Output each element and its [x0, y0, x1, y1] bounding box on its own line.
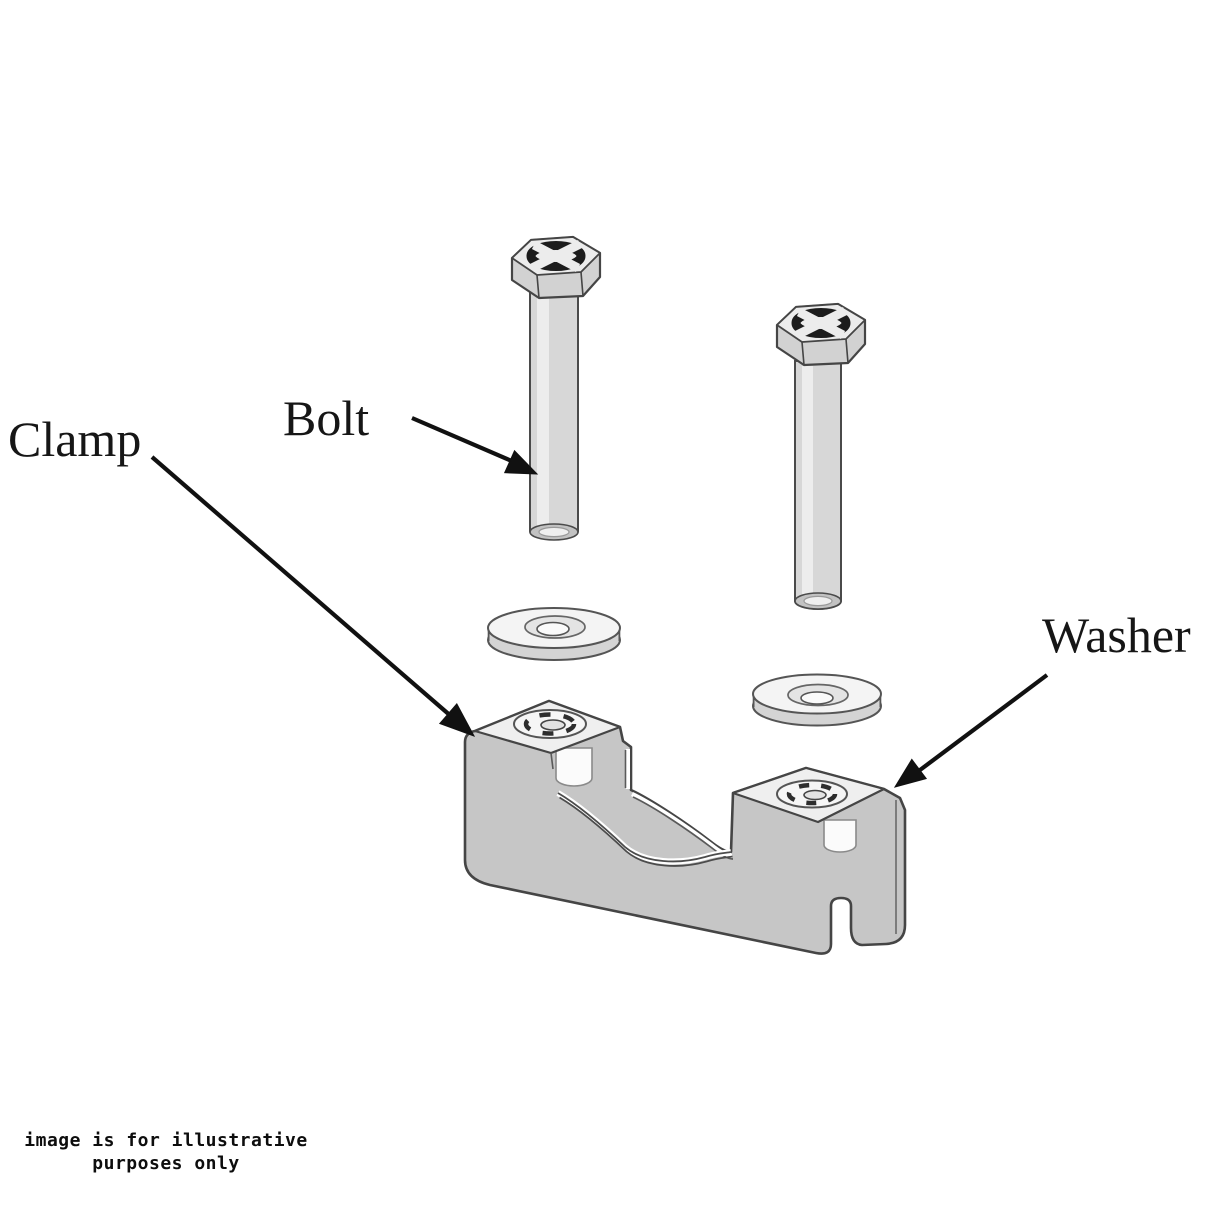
clamp-counterbore-right: [823, 819, 857, 853]
arrow-to-bolt: [411, 416, 539, 475]
clamp-label: Clamp: [8, 411, 142, 467]
arrow-to-washer: [893, 673, 1049, 788]
bolt-left-phillips-recess: [526, 239, 586, 273]
clamp-recess-left: [513, 709, 587, 739]
washer-right-hole: [800, 691, 834, 705]
callout-arrows: [150, 416, 1049, 788]
washer-left-hole: [536, 621, 570, 637]
washer-left: [487, 607, 621, 661]
clamp-counterbore-left: [555, 747, 593, 787]
bolt-right: [775, 302, 867, 610]
bolt-right-phillips-recess: [791, 306, 851, 340]
bolt-left: [510, 235, 602, 541]
bolt-right-shaft: [794, 357, 842, 610]
disclaimer-text: image is for illustrative purposes only: [10, 1129, 322, 1175]
bolt-right-head: [775, 302, 867, 367]
disclaimer-line-2: purposes only: [92, 1153, 240, 1174]
clamp-recess-right: [776, 779, 848, 809]
washer-right: [752, 673, 882, 727]
disclaimer-line-1: image is for illustrative: [24, 1130, 308, 1151]
arrow-to-clamp: [150, 455, 476, 737]
washer-label: Washer: [1042, 607, 1191, 663]
clamp-body: [463, 699, 907, 955]
bolt-left-head: [510, 235, 602, 300]
bolt-label: Bolt: [283, 390, 370, 446]
